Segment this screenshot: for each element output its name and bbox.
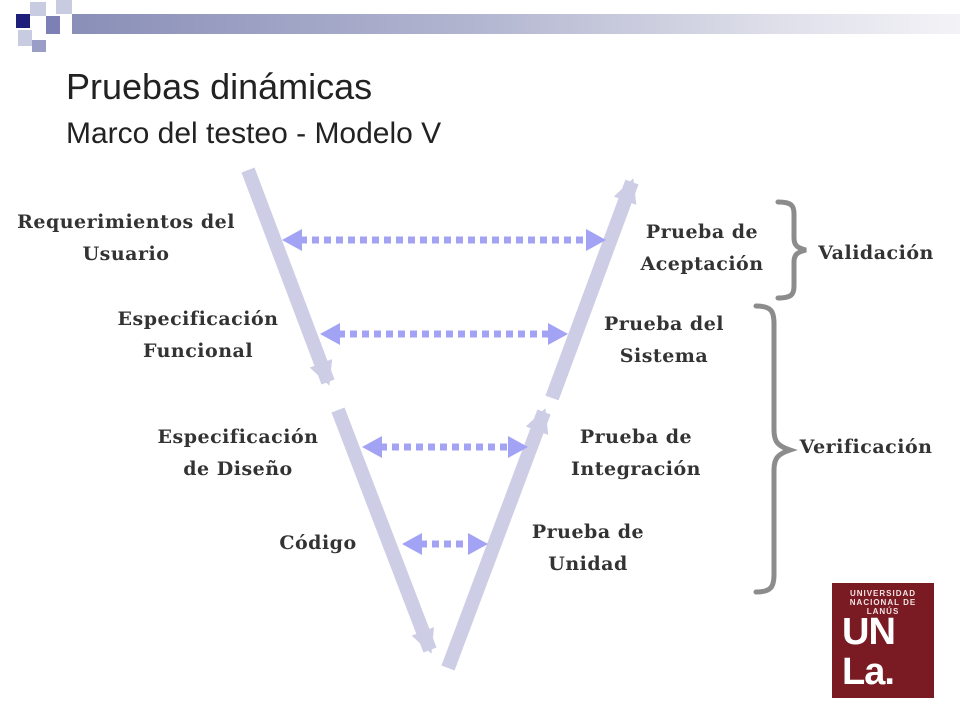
link-arrow-head-right-2 [548,323,568,345]
v-left-arrow-upper [241,167,335,386]
logo-la-text: La. [842,651,895,693]
label-verificacion: Verificación [799,436,933,458]
label-line: Código [279,532,357,554]
page-subtitle: Marco del testeo - Modelo V [66,117,442,150]
label-line: Prueba de [579,426,693,448]
label-prueba-aceptacion: Prueba de Aceptación [640,216,763,280]
v-left-arrow-lower [331,407,437,654]
label-line: Requerimientos del [17,211,235,233]
label-line: Unidad [548,553,628,575]
link-arrow-head-right-1 [586,229,606,251]
brace-verificacion [753,303,798,595]
label-line: Especificación [157,426,319,448]
label-line: Integración [571,458,701,480]
link-arrow-head-right-4 [468,533,488,555]
label-codigo: Código [279,527,356,559]
label-especificacion-funcional: Especificación Funcional [118,303,279,367]
deco-square-4 [46,16,60,34]
label-line: Prueba de [531,521,645,543]
link-arrow-head-left-1 [282,229,302,251]
deco-square-6 [32,40,46,52]
deco-square-2 [30,2,46,16]
link-arrow-head-left-4 [402,533,422,555]
label-line: Prueba de [645,221,759,243]
deco-square-5 [18,30,32,46]
label-line: Especificación [117,308,279,330]
label-requerimientos-usuario: Requerimientos del Usuario [17,206,235,270]
label-prueba-integracion: Prueba de Integración [571,421,701,485]
label-line: Sistema [619,345,709,367]
label-line: de Diseño [183,458,293,480]
label-line: Usuario [82,243,170,265]
deco-square-1 [16,14,30,28]
link-arrow-head-left-3 [362,436,382,458]
v-right-arrow-lower [441,408,551,671]
label-validacion: Validación [818,242,934,264]
label-line: Funcional [142,340,254,362]
page-title: Pruebas dinámicas [66,66,373,107]
link-arrow-head-left-2 [320,323,340,345]
logo-un-text: UN [842,611,896,653]
v-right-arrow-upper [545,178,639,401]
brace-validacion [775,199,807,301]
logo-seal-text: UNIVERSIDAD NACIONAL DE LANÚS [849,589,917,616]
label-line: Aceptación [640,253,764,275]
unla-logo: UNIVERSIDAD NACIONAL DE LANÚS UN La. [832,583,934,698]
label-especificacion-diseno: Especificación de Diseño [158,421,319,485]
label-line: Prueba del [603,313,725,335]
label-prueba-sistema: Prueba del Sistema [604,308,724,372]
header-bar [72,14,960,34]
label-prueba-unidad: Prueba de Unidad [532,516,644,580]
link-arrow-head-right-3 [508,436,528,458]
deco-square-3 [56,0,72,14]
